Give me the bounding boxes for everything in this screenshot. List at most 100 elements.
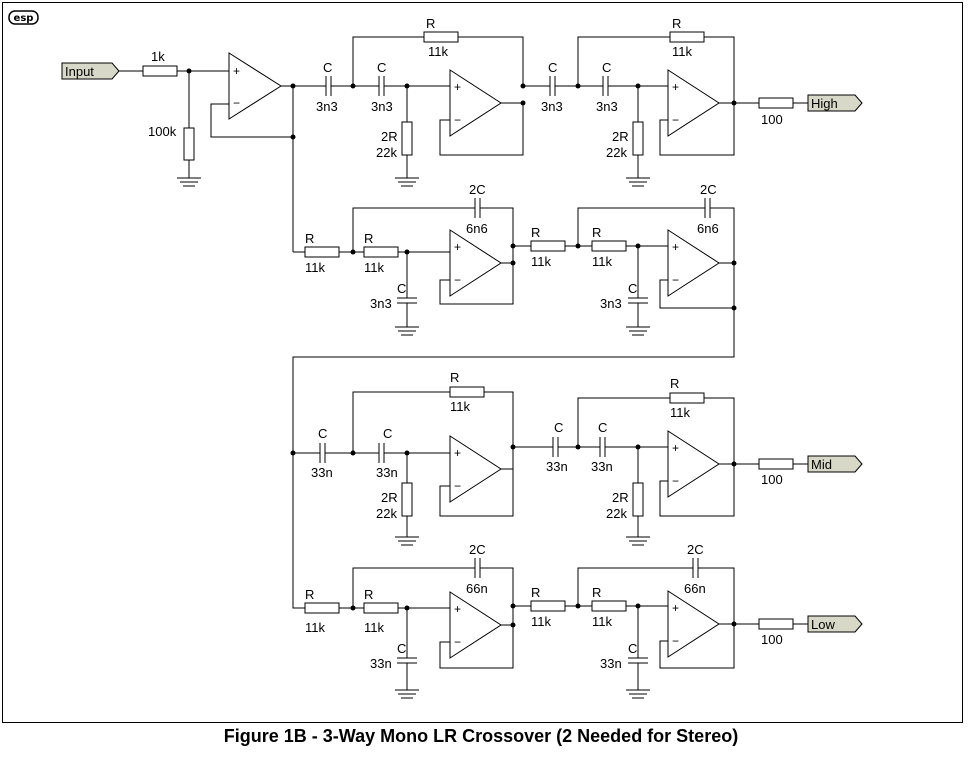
cap-lp1-cg-name: C	[397, 281, 406, 296]
cap-lp3-cf	[474, 558, 481, 578]
cap-hp2-c1-value: 3n3	[541, 99, 563, 114]
cap-hp4-c2-value: 33n	[591, 459, 613, 474]
cap-lp4-cg-value: 33n	[600, 656, 622, 671]
resistor-lp4-r1	[530, 600, 566, 612]
svg-text:+: +	[454, 80, 461, 94]
resistor-hp2-rf-name: R	[672, 16, 681, 31]
ground-symbol	[395, 177, 419, 187]
resistor-lp2-r1-name: R	[531, 225, 540, 240]
cap-lp1-cg-value: 3n3	[370, 296, 392, 311]
cap-hp3-c2-name: C	[383, 426, 392, 441]
input-port-label: Input	[65, 64, 94, 79]
cap-hp2-c1-name: C	[548, 60, 557, 75]
svg-text:−: −	[672, 634, 679, 648]
resistor-hp1-rg-value: 22k	[376, 145, 397, 160]
figure-caption: Figure 1B - 3-Way Mono LR Crossover (2 N…	[223, 726, 739, 746]
resistor-lp4-r2-value: 11k	[592, 614, 612, 629]
output-port-mid[interactable]: Mid	[807, 455, 863, 473]
resistor-lp1-r2-value: 11k	[364, 260, 384, 275]
resistor-hp3-rg-name: 2R	[381, 490, 398, 505]
svg-text:−: −	[454, 273, 461, 287]
resistor-hp4-rg-value: 22k	[606, 506, 627, 521]
output-port-high[interactable]: High	[807, 94, 863, 112]
ground-symbol	[626, 177, 650, 187]
resistor-out-low	[758, 618, 794, 630]
cap-hp1-c1-value: 3n3	[316, 99, 338, 114]
esp-logo: esp	[8, 10, 39, 25]
resistor-100k-label: 100k	[148, 124, 177, 139]
svg-text:+: +	[454, 446, 461, 460]
resistor-hp1-rf-name: R	[426, 16, 435, 31]
cap-hp3-c1-name: C	[318, 426, 327, 441]
resistor-lp1-r1-name: R	[305, 231, 314, 246]
resistor-hp2-rg-value: 22k	[606, 145, 627, 160]
svg-text:−: −	[233, 96, 240, 110]
input-port[interactable]: Input	[61, 62, 120, 80]
resistor-lp3-r1-name: R	[305, 587, 314, 602]
cap-hp3-c2-value: 33n	[376, 465, 398, 480]
cap-hp1-c2-name: C	[377, 60, 386, 75]
svg-text:−: −	[672, 273, 679, 287]
ground-symbol	[395, 689, 419, 699]
cap-hp3-c1-value: 33n	[311, 465, 333, 480]
cap-hp2-c2-value: 3n3	[596, 99, 618, 114]
resistor-lp1-r1-value: 11k	[305, 260, 325, 275]
resistor-hp4-rf-name: R	[670, 376, 679, 391]
cap-hp2-c1	[548, 76, 578, 96]
junction-dot	[731, 621, 737, 627]
resistor-lp3-r1	[304, 602, 340, 614]
resistor-hp1-rg-name: 2R	[381, 129, 398, 144]
svg-text:−: −	[454, 479, 461, 493]
cap-hp4-c2-name: C	[598, 420, 607, 435]
cap-hp1-c2-value: 3n3	[371, 99, 393, 114]
svg-text:+: +	[672, 80, 679, 94]
resistor-hp4-rf	[669, 392, 705, 404]
svg-text:−: −	[672, 113, 679, 127]
junction-dot	[290, 450, 296, 456]
ground-symbol	[626, 326, 650, 336]
opamp-hp4: + −	[667, 430, 720, 498]
cap-hp1-c1-name: C	[323, 60, 332, 75]
resistor-lp2-r2-name: R	[592, 225, 601, 240]
svg-text:−: −	[672, 474, 679, 488]
resistor-lp3-r1-value: 11k	[305, 620, 325, 635]
opamp-lp4: + −	[667, 590, 720, 658]
opamp-hp3: + −	[449, 435, 502, 503]
svg-text:+: +	[672, 601, 679, 615]
svg-text:+: +	[672, 441, 679, 455]
resistor-lp1-r1	[304, 246, 340, 258]
junction-dot	[520, 100, 526, 106]
cap-lp3-cg-name: C	[397, 641, 406, 656]
resistor-hp3-rf-name: R	[450, 370, 459, 385]
svg-text:−: −	[454, 635, 461, 649]
resistor-hp3-rf-value: 11k	[450, 399, 470, 414]
ground-symbol	[395, 536, 419, 546]
resistor-input-1k-label: 1k	[151, 49, 165, 64]
resistor-hp2-rf	[669, 31, 705, 43]
junction-dot	[510, 444, 516, 450]
cap-lp4-cg-name: C	[628, 641, 637, 656]
output-port-low-label: Low	[811, 617, 835, 632]
cap-lp1-cf-name: 2C	[469, 182, 486, 197]
resistor-lp3-r2	[363, 602, 399, 614]
resistor-lp1-r2-name: R	[364, 231, 373, 246]
resistor-lp4-r1-name: R	[531, 585, 540, 600]
resistor-hp2-rf-value: 11k	[672, 44, 692, 59]
resistor-hp2-rg	[632, 121, 644, 156]
resistor-lp2-r2-value: 11k	[592, 254, 612, 269]
cap-hp4-c1	[552, 437, 578, 457]
resistor-lp4-r2	[591, 600, 627, 612]
junction-dot	[510, 260, 516, 266]
output-port-low[interactable]: Low	[807, 615, 863, 633]
resistor-hp4-rg-name: 2R	[612, 490, 629, 505]
cap-lp4-cf-name: 2C	[687, 542, 704, 557]
resistor-input-1k	[142, 65, 178, 77]
ground-symbol	[626, 689, 650, 699]
resistor-lp2-r1-value: 11k	[531, 254, 551, 269]
opamp-hp2: + −	[667, 69, 720, 137]
ground-symbol	[626, 536, 650, 546]
output-port-high-label: High	[811, 96, 838, 111]
cap-hp3-c1	[317, 443, 379, 463]
ground-symbol	[395, 326, 419, 336]
cap-lp3-cf-value: 66n	[466, 581, 488, 596]
